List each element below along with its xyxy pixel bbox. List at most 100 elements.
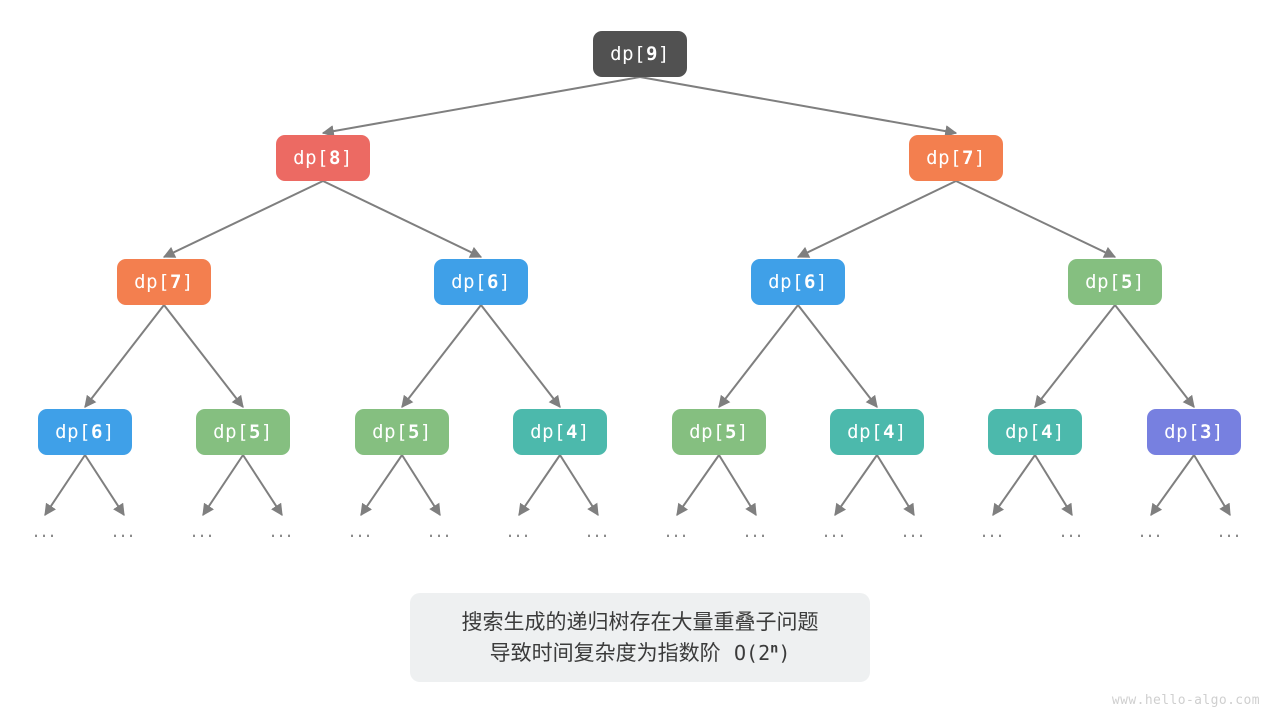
tree-node-dp4[interactable]: dp[4] xyxy=(513,409,607,455)
node-label-suffix: ] xyxy=(894,421,907,443)
complexity-close-paren: ) xyxy=(778,641,791,665)
watermark: www.hello-algo.com xyxy=(1111,693,1260,708)
node-label-index: 8 xyxy=(328,147,341,169)
node-label-prefix: dp[ xyxy=(847,421,883,443)
complexity-exponent: n xyxy=(770,640,779,657)
ellipsis-marker: ··· xyxy=(269,525,295,548)
tree-edge-leaf xyxy=(876,454,915,517)
node-label-index: 6 xyxy=(803,271,816,293)
tree-edge xyxy=(718,304,799,408)
node-label-prefix: dp[ xyxy=(1164,421,1200,443)
tree-edge-leaf xyxy=(1150,454,1195,516)
node-label-index: 5 xyxy=(1120,271,1133,293)
node-label-index: 9 xyxy=(645,43,658,65)
tree-node-dp7[interactable]: dp[7] xyxy=(117,259,211,305)
ellipsis-marker: ··· xyxy=(111,525,137,548)
tree-node-dp4[interactable]: dp[4] xyxy=(988,409,1082,455)
node-label-index: 5 xyxy=(248,421,261,443)
tree-node-dp7[interactable]: dp[7] xyxy=(909,135,1003,181)
tree-node-dp6[interactable]: dp[6] xyxy=(38,409,132,455)
tree-edge xyxy=(1034,304,1116,408)
tree-edge-leaf xyxy=(718,454,757,517)
node-label-index: 4 xyxy=(1040,421,1053,443)
tree-edge xyxy=(797,304,878,408)
tree-edge-leaf xyxy=(401,454,441,517)
node-label-suffix: ] xyxy=(1211,421,1224,443)
tree-edge-leaf xyxy=(360,454,403,516)
node-label-prefix: dp[ xyxy=(610,43,646,65)
node-label-index: 5 xyxy=(407,421,420,443)
ellipsis-marker: ··· xyxy=(506,525,532,548)
tree-node-dp6[interactable]: dp[6] xyxy=(434,259,528,305)
node-label-suffix: ] xyxy=(657,43,670,65)
caption-box: 搜索生成的递归树存在大量重叠子问题 导致时间复杂度为指数阶 O(2n) xyxy=(410,593,870,682)
tree-edge-leaf xyxy=(242,454,283,517)
node-label-index: 6 xyxy=(90,421,103,443)
tree-edge-leaf xyxy=(1034,454,1073,517)
node-label-prefix: dp[ xyxy=(1005,421,1041,443)
tree-node-dp5[interactable]: dp[5] xyxy=(672,409,766,455)
tree-node-dp6[interactable]: dp[6] xyxy=(751,259,845,305)
tree-node-dp4[interactable]: dp[4] xyxy=(830,409,924,455)
tree-edge-leaf xyxy=(834,454,878,516)
node-label-prefix: dp[ xyxy=(293,147,329,169)
node-label-index: 4 xyxy=(565,421,578,443)
ellipsis-marker: ··· xyxy=(1217,525,1243,548)
ellipsis-marker: ··· xyxy=(585,525,611,548)
caption-line-2-text: 导致时间复杂度为指数阶 xyxy=(489,641,734,665)
node-label-suffix: ] xyxy=(577,421,590,443)
node-label-index: 5 xyxy=(724,421,737,443)
tree-edge-leaf xyxy=(84,454,125,517)
node-label-suffix: ] xyxy=(260,421,273,443)
complexity-expression: O(2n) xyxy=(734,640,791,665)
tree-edge-leaf xyxy=(44,454,86,516)
ellipsis-marker: ··· xyxy=(901,525,927,548)
node-label-prefix: dp[ xyxy=(768,271,804,293)
node-label-index: 4 xyxy=(882,421,895,443)
tree-edge xyxy=(162,180,324,258)
node-label-index: 3 xyxy=(1199,421,1212,443)
caption-line-2: 导致时间复杂度为指数阶 O(2n) xyxy=(490,640,791,666)
node-label-prefix: dp[ xyxy=(451,271,487,293)
node-label-suffix: ] xyxy=(736,421,749,443)
tree-node-dp9[interactable]: dp[9] xyxy=(593,31,687,77)
complexity-base: O(2 xyxy=(734,641,771,665)
node-label-prefix: dp[ xyxy=(55,421,91,443)
node-label-suffix: ] xyxy=(419,421,432,443)
tree-edge xyxy=(796,180,957,258)
tree-edge xyxy=(639,76,958,138)
node-label-prefix: dp[ xyxy=(530,421,566,443)
node-label-prefix: dp[ xyxy=(926,147,962,169)
node-label-suffix: ] xyxy=(1132,271,1145,293)
node-label-suffix: ] xyxy=(340,147,353,169)
tree-edge-leaf xyxy=(559,454,599,517)
tree-edge-leaf xyxy=(202,454,244,516)
ellipsis-marker: ··· xyxy=(743,525,769,548)
tree-edge-leaf xyxy=(1193,454,1231,517)
ellipsis-marker: ··· xyxy=(664,525,690,548)
tree-edge xyxy=(1114,304,1195,408)
ellipsis-marker: ··· xyxy=(190,525,216,548)
caption-line-1: 搜索生成的递归树存在大量重叠子问题 xyxy=(461,609,819,634)
node-label-prefix: dp[ xyxy=(134,271,170,293)
node-label-suffix: ] xyxy=(815,271,828,293)
tree-node-dp8[interactable]: dp[8] xyxy=(276,135,370,181)
node-label-index: 7 xyxy=(169,271,182,293)
node-label-suffix: ] xyxy=(1052,421,1065,443)
tree-edge xyxy=(322,180,483,258)
tree-edge xyxy=(955,180,1117,258)
tree-node-dp5[interactable]: dp[5] xyxy=(1068,259,1162,305)
tree-edge xyxy=(401,304,482,408)
tree-node-dp5[interactable]: dp[5] xyxy=(196,409,290,455)
node-label-prefix: dp[ xyxy=(213,421,249,443)
node-label-prefix: dp[ xyxy=(1085,271,1121,293)
ellipsis-marker: ··· xyxy=(980,525,1006,548)
node-label-index: 7 xyxy=(961,147,974,169)
node-label-index: 6 xyxy=(486,271,499,293)
tree-node-dp5[interactable]: dp[5] xyxy=(355,409,449,455)
ellipsis-marker: ··· xyxy=(1138,525,1164,548)
tree-edge xyxy=(84,304,165,408)
tree-node-dp3[interactable]: dp[3] xyxy=(1147,409,1241,455)
